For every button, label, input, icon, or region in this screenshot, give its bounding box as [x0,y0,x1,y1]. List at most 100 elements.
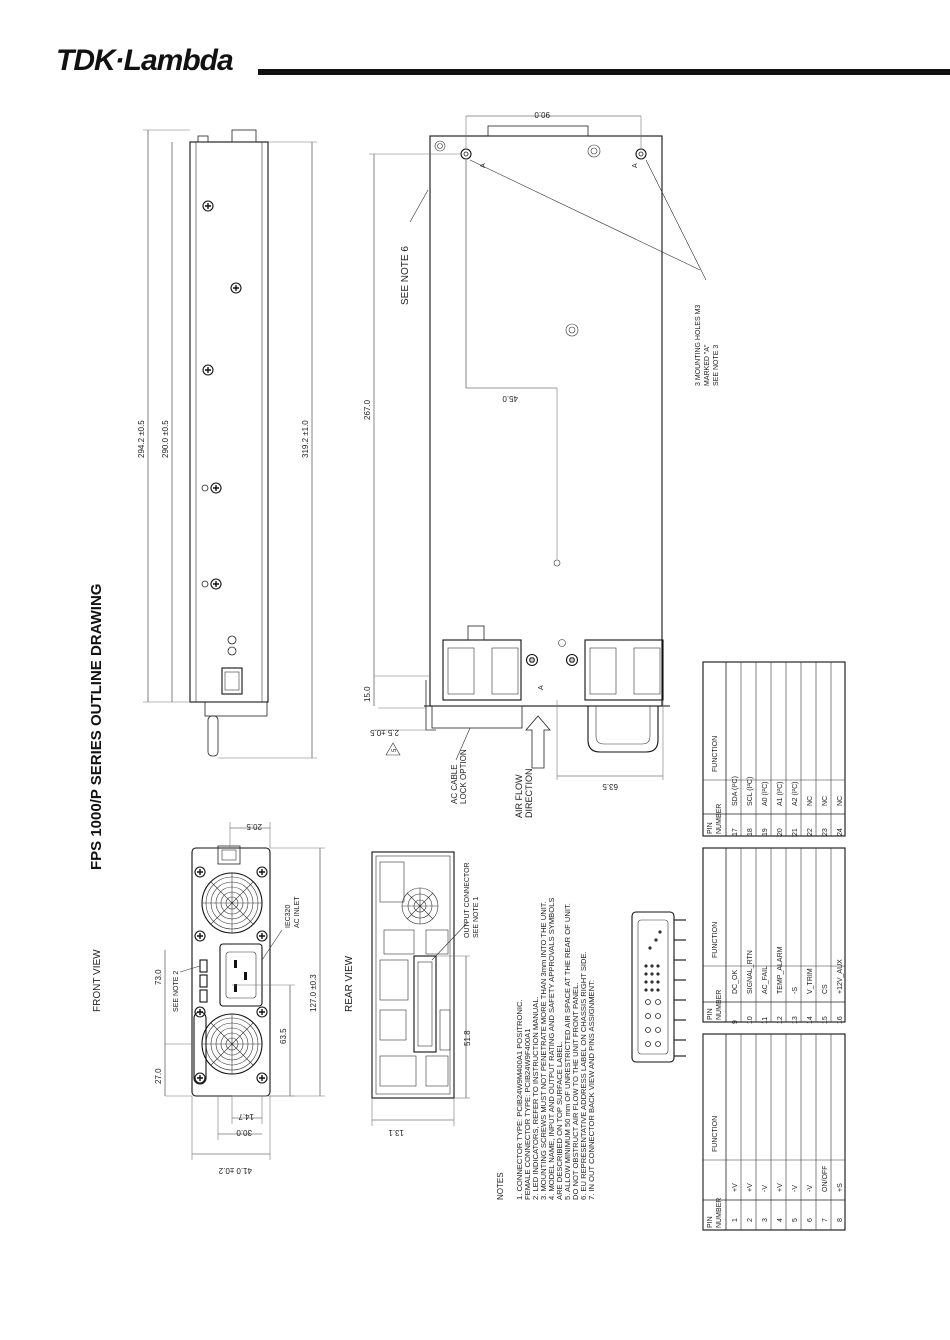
ac-cable-line2: LOCK OPTION [459,749,468,804]
pin-function: +12V_AUX [837,959,844,994]
note-line: ARE DESCRIBED ON TOP SURFACE LABEL. [555,1041,564,1200]
dim-51-8: 51.8 [463,1030,472,1046]
pin-table-2 [702,847,846,1023]
pin-number: 10 [747,1016,754,1024]
airflow-line1: AIR FLOW [514,774,524,818]
pin-function: +V [747,1183,754,1192]
dim-41: 41.0 ±0.2 [218,1166,252,1175]
dim-294: 294.2 ±0.5 [137,420,146,458]
pin-function: SIGNAL_RTN [747,950,754,994]
pin-function: AC_FAIL [762,966,769,994]
pin-number: 6 [807,1218,814,1222]
pin-header: NUMBER [716,1198,723,1228]
pin-number: 5 [792,1218,799,1222]
pin-function: NC [837,796,844,806]
pin-function: ON/OFF [822,1166,829,1192]
pin-number: 16 [837,1016,844,1024]
pin-function: V_TRIM [807,968,814,994]
dim-20-5: 20.5 [246,822,262,831]
pin-number: 14 [807,1016,814,1024]
front-view [164,822,325,1160]
note-line: 3. MOUNTING SCREWS MUST NOT PENETRATE MO… [539,901,548,1200]
rear-view [371,851,470,1126]
function-header: FUNCTION [712,1116,719,1152]
dim-14-7: 14.7 [238,1112,254,1121]
pin-number: 2 [747,1218,754,1222]
note-line: 6. EU REPRESENTATIVE ADDRESS LABEL ON CH… [579,951,588,1200]
dim-63-5-top: 63.5 [602,782,618,791]
pin-number: 13 [792,1016,799,1024]
front-view-label: FRONT VIEW [92,949,103,1012]
mount-holes-line2: MARKED "A" [704,344,711,386]
output-conn-line2: SEE NOTE 1 [473,897,480,938]
function-header: FUNCTION [712,736,719,772]
pin-function: SDA (I²C) [732,776,739,806]
pin-table-3 [702,661,846,837]
output-conn-line1: OUTPUT CONNECTOR [464,862,471,938]
pin-number: 19 [762,828,769,836]
see-note-6-label: SEE NOTE 6 [400,246,411,305]
header-rule [258,69,950,75]
dim-15: 15.0 [363,686,372,702]
note-line: FEMALE CONNECTOR TYPE: PCIB24W9F400A1 [523,1029,532,1200]
pin-header: PIN [707,822,714,834]
iec-line1: IEC320 [285,905,292,928]
pin-number: 24 [837,828,844,836]
note-line: 4. MODEL NAME, INPUT AND OUTPUT RATING A… [547,898,556,1200]
dim-45: 45.0 [502,394,518,403]
dim-63-5: 63.5 [279,1028,288,1044]
dim-2-5: 2.5 ±0.5 [370,728,399,737]
pin-header: NUMBER [716,990,723,1020]
pin-function: -S [792,987,799,994]
drawing-title: FPS 1000/P SERIES OUTLINE DRAWING [88,584,105,870]
note-line: 7. IN OUT CONNECTOR BACK VIEW AND PINS A… [587,980,596,1200]
side-view [143,129,317,759]
pin-function: +S [837,1183,844,1192]
function-header: FUNCTION [712,922,719,958]
pin-number: 8 [837,1218,844,1222]
pin-number: 20 [777,828,784,836]
pin-function: -V [807,1185,814,1192]
pin-number: 12 [777,1016,784,1024]
mount-holes-line3: SEE NOTE 3 [713,345,720,386]
pin-number: 23 [822,828,829,836]
pin-function: +V [732,1183,739,1192]
pin-header: PIN [707,1216,714,1228]
pin-function: A0 (I²C) [762,782,769,807]
pin-header: NUMBER [716,804,723,834]
pin-function: +V [777,1183,784,1192]
pin-function: DC_OK [732,970,739,994]
pin-number: 18 [747,828,754,836]
pin-number: 4 [777,1218,784,1222]
pin-function: CS [822,984,829,994]
notes-heading: NOTES [496,1172,505,1200]
see-note-2-label: SEE NOTE 2 [173,971,180,1012]
hole-mark-a1: A [480,163,487,168]
note-line: 5. ALLOW MINIMUM 50 mm OF UNRESTRICTED A… [563,903,572,1200]
top-view [369,115,707,780]
pin-table-1 [702,1033,846,1231]
pin-number: 1 [732,1218,739,1222]
pin-number: 15 [822,1016,829,1024]
pin-number: 9 [732,1020,739,1024]
hole-mark-a3: A [538,685,545,690]
note-line: DO NOT OBSTRUCT AIR FLOW TO THE UNIT FRO… [571,983,580,1200]
dim-127: 127.0 ±0.3 [309,974,318,1012]
pin-header: PIN [707,1008,714,1020]
pin-function: -V [792,1185,799,1192]
pin-function: A2 (I²C) [792,782,799,807]
pin-number: 21 [792,828,799,836]
dim-13-1: 13.1 [388,1128,404,1137]
iec-line2: AC INLET [294,896,301,928]
pin-number: 22 [807,828,814,836]
connector-back-view [631,911,686,1063]
dim-27: 27.0 [154,1068,163,1084]
pin-function: TEMP_ALARM [777,946,784,994]
note-line: 2. LED INDICATORS, REFER TO INSTRUCTION … [531,996,540,1200]
pin-function: SCL (I²C) [747,777,754,806]
dim-290: 290.0 ±0.5 [161,420,170,458]
pin-function: A1 (I²C) [777,782,784,807]
pin-function: -V [762,1185,769,1192]
